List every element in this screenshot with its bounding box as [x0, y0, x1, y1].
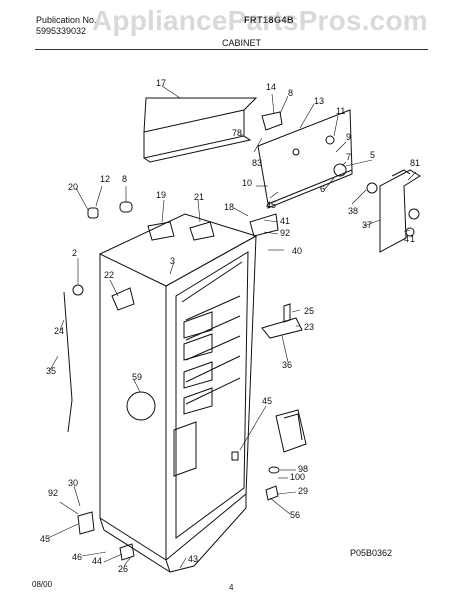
callout-46: 46	[72, 552, 82, 562]
callout-45: 45	[40, 534, 50, 544]
callout-19: 19	[156, 190, 166, 200]
cabinet-shell	[98, 213, 258, 573]
callout-17: 17	[156, 78, 166, 88]
callout-38: 38	[348, 206, 358, 216]
callout-13: 13	[314, 96, 324, 106]
callout-6: 6	[320, 184, 325, 194]
callout-45: 45	[262, 396, 272, 406]
callout-92: 92	[280, 228, 290, 238]
callout-22: 22	[104, 270, 114, 280]
callout-81: 81	[410, 158, 420, 168]
bottom-hinge-part	[77, 511, 95, 535]
callout-29: 29	[298, 486, 308, 496]
control-housing-part	[257, 109, 353, 209]
circle-part-98	[126, 391, 156, 421]
callout-25: 25	[304, 306, 314, 316]
top-hinge-part	[111, 287, 135, 311]
drain-fitting-part	[231, 409, 307, 461]
evaporator-cover-part	[379, 169, 421, 253]
callout-24: 24	[54, 326, 64, 336]
hinge-part	[189, 221, 215, 241]
callout-98: 98	[298, 464, 308, 474]
leveling-leg-part	[119, 543, 135, 561]
callout-11: 11	[336, 106, 345, 116]
model-number: FRT18G4B	[244, 15, 295, 25]
hinge-pin-part	[265, 485, 279, 501]
rod-end-part	[72, 284, 84, 296]
callout-92: 92	[48, 488, 58, 498]
shelf-bracket-part	[261, 317, 303, 339]
callout-9: 9	[346, 132, 351, 142]
callout-56: 56	[290, 510, 300, 520]
callout-59: 59	[132, 372, 142, 382]
callout-14: 14	[266, 82, 276, 92]
callout-8: 8	[122, 174, 127, 184]
callout-20: 20	[68, 182, 78, 192]
callout-6: 6	[0, 0, 5, 2]
hinge-cover-part	[147, 221, 175, 241]
callout-45: 45	[266, 200, 276, 210]
callout-100: 100	[290, 472, 305, 482]
callout-26: 26	[118, 564, 128, 574]
hinge-block-part	[249, 213, 279, 237]
callout-3: 3	[170, 256, 175, 266]
plug-part	[87, 207, 99, 219]
publication-number: 5995339032	[36, 26, 87, 36]
callout-21: 21	[194, 192, 204, 202]
callout-28: 28	[0, 0, 10, 2]
washer-part	[268, 466, 280, 474]
publication-label: Publication No.	[36, 15, 97, 25]
callout-83: 83	[252, 158, 262, 168]
callout-43: 43	[188, 554, 198, 564]
footer-date: 08/00	[32, 580, 53, 589]
callout-7: 7	[346, 152, 351, 162]
callout-2: 2	[72, 248, 77, 258]
callout-8: 8	[288, 88, 293, 98]
bushing-part	[119, 201, 133, 213]
motor-part	[366, 182, 378, 194]
figure-code: P05B0362	[350, 548, 393, 558]
callout-5: 5	[370, 150, 375, 160]
rod-part	[63, 291, 73, 433]
callout-44: 44	[92, 556, 102, 566]
knob-part	[408, 208, 420, 220]
section-title: CABINET	[222, 38, 262, 48]
callout-37: 37	[362, 220, 372, 230]
callout-30: 30	[68, 478, 78, 488]
callout-35: 35	[46, 366, 56, 376]
callout-10: 10	[242, 178, 252, 188]
callout-18: 18	[224, 202, 234, 212]
header-rule	[35, 49, 428, 50]
callout-78: 78	[232, 128, 242, 138]
callout-1: 1	[410, 234, 415, 244]
page-number: 4	[229, 583, 234, 592]
callout-23: 23	[304, 322, 314, 332]
bracket-part	[261, 111, 283, 131]
fan-part	[333, 163, 347, 177]
callout-40: 40	[292, 246, 302, 256]
callout-36: 36	[282, 360, 292, 370]
callout-4: 4	[404, 234, 409, 244]
pin-part	[283, 303, 291, 323]
watermark: AppliancePartsPros.com	[92, 5, 428, 36]
callout-12: 12	[100, 174, 110, 184]
leader-lines	[47, 85, 417, 569]
callout-41: 41	[280, 216, 290, 226]
knob-small-part	[405, 227, 415, 237]
